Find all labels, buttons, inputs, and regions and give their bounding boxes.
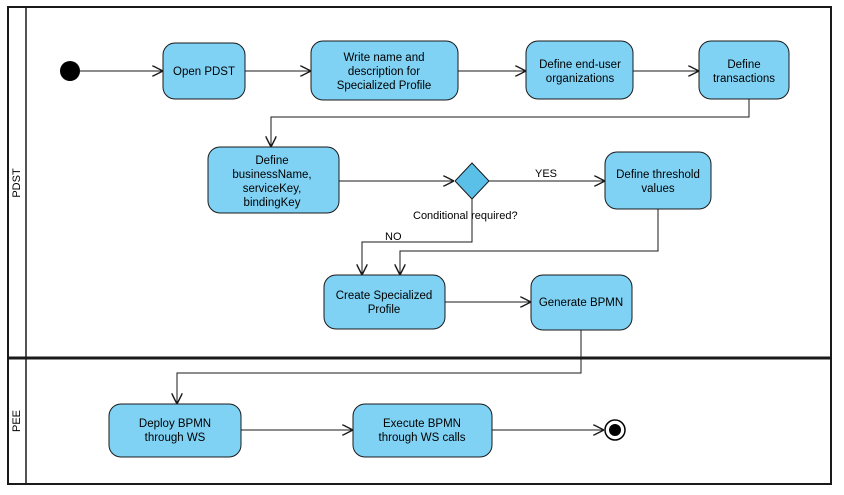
- action-define-transactions: Define transactions: [698, 40, 790, 100]
- decision-diamond: [454, 162, 490, 200]
- node-label-line: Define threshold: [616, 169, 700, 181]
- node-label-line: values: [641, 183, 674, 195]
- node-label-line: Deploy BPMN: [139, 418, 211, 430]
- lane-label-pee: PEE: [11, 410, 23, 432]
- node-label-line: Define: [255, 155, 288, 167]
- action-define-keys: Define businessName, serviceKey, bindingKey: [207, 146, 340, 214]
- edges: [80, 71, 750, 430]
- node-label-line: Write name and: [344, 52, 425, 64]
- action-write-name-description: Write name and description forSpecialized…: [310, 40, 459, 101]
- node-label-line: businessName,: [232, 169, 311, 181]
- edge-transactions-to-keys: [271, 99, 750, 147]
- node-label-line: Execute BPMN: [383, 418, 461, 430]
- swimlane-frame: [7, 6, 832, 485]
- action-open-pdst: Open PDST: [162, 42, 246, 100]
- node-label-line: through WS calls: [379, 432, 466, 444]
- node-label-line: bindingKey: [244, 197, 301, 209]
- node-label-line: serviceKey,: [243, 183, 302, 195]
- lane-label-pdst: PDST: [11, 168, 23, 198]
- node-label-line: transactions: [713, 73, 775, 85]
- node-label-line: Open PDST: [173, 66, 235, 78]
- action-define-end-user-organizations: Define end-user organizations: [525, 40, 634, 100]
- node-label-line: Specialized Profile: [337, 80, 432, 92]
- node-label-line: Generate BPMN: [539, 297, 623, 309]
- node-label-line: Define end-user: [539, 59, 621, 71]
- action-define-threshold-values: Define threshold values: [604, 151, 712, 210]
- action-execute-bpmn: Execute BPMN through WS calls: [352, 403, 493, 458]
- node-label-line: organizations: [546, 73, 615, 85]
- initial-node: [60, 61, 80, 81]
- edge-decision-no: [362, 199, 473, 275]
- node-label-line: Profile: [368, 304, 401, 316]
- edge-threshold-to-create: [400, 209, 659, 275]
- action-generate-bpmn: Generate BPMN: [530, 274, 633, 331]
- node-label-line: through WS: [145, 432, 206, 444]
- node-label-line: description for: [348, 66, 420, 78]
- action-deploy-bpmn: Deploy BPMN through WS: [108, 403, 242, 458]
- decision-question-label: Conditional required?: [413, 210, 518, 222]
- node-label-line: Define: [727, 59, 760, 71]
- final-node: [604, 419, 626, 441]
- edge-generate-to-deploy: [177, 330, 582, 404]
- decision-no-label: NO: [385, 231, 402, 243]
- node-label-line: Create Specialized: [336, 290, 433, 302]
- decision-yes-label: YES: [535, 168, 557, 180]
